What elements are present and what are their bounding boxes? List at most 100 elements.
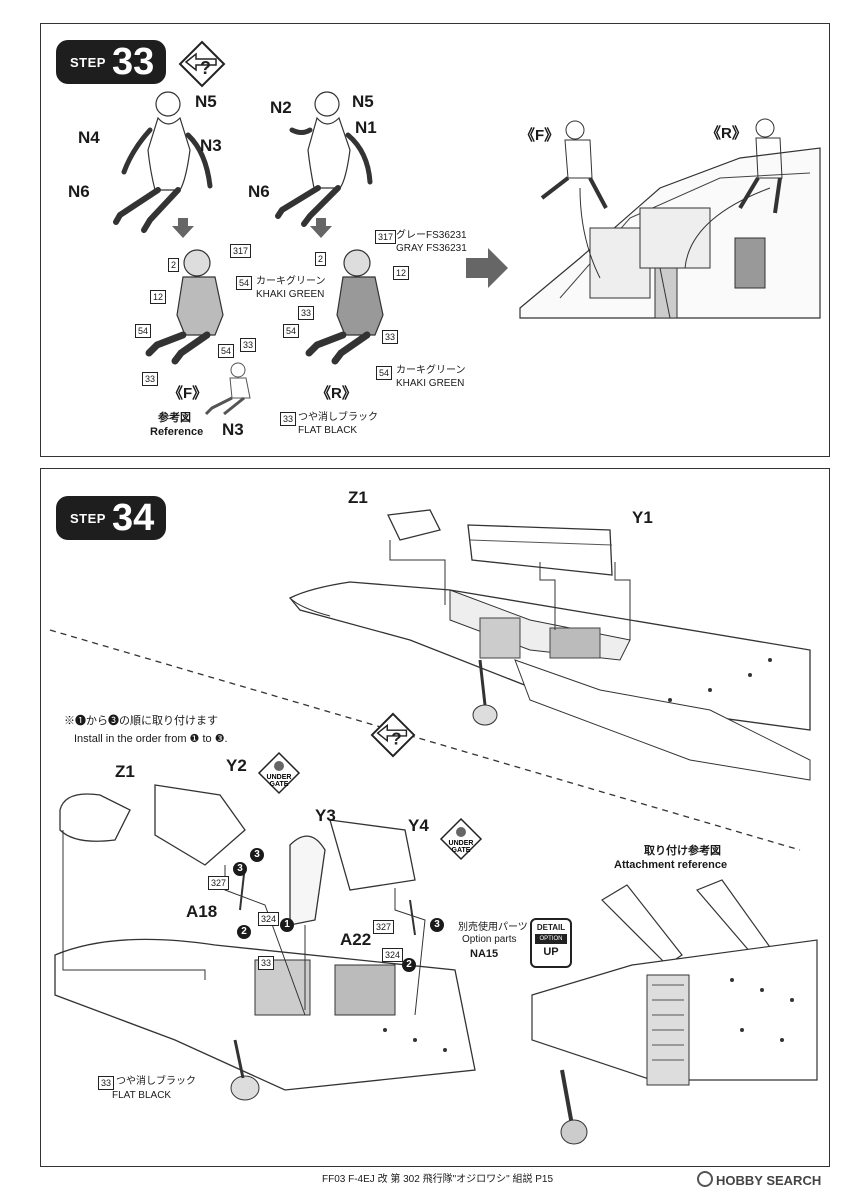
part-label-z1: Z1	[115, 762, 135, 781]
color-code-33: 33	[240, 338, 257, 352]
pilot-front-figure-drawing	[113, 91, 213, 233]
svg-text:?: ?	[391, 729, 402, 749]
flat-black-en: FLAT BLACK	[298, 425, 358, 436]
order-marker-3: 3	[430, 918, 444, 932]
color-code-327: 327	[373, 920, 395, 934]
khaki-green-en: KHAKI GREEN	[396, 378, 465, 389]
color-code-12: 12	[150, 290, 167, 304]
khaki-green-jp: カーキグリーン	[396, 365, 466, 376]
color-code-33: 33	[280, 412, 297, 426]
part-label-n2: N2	[270, 98, 292, 117]
order-marker-1: 1	[280, 918, 294, 932]
order-marker-2: 2	[237, 925, 251, 939]
cockpit-front-seat-label: 《F》	[520, 127, 560, 144]
option-part-na15: NA15	[470, 948, 499, 960]
svg-text:UNDER: UNDER	[267, 774, 292, 781]
color-code-33: 33	[142, 372, 159, 386]
svg-text:?: ?	[200, 58, 211, 78]
watermark-text: HOBBY SEARCH	[716, 1173, 822, 1188]
color-code-54: 54	[376, 366, 393, 380]
part-label-y3: Y3	[315, 806, 336, 825]
under-gate-badge: UNDER GATE	[439, 817, 483, 861]
detail-up-line1: DETAIL	[536, 923, 566, 932]
color-code-54: 54	[236, 276, 253, 290]
svg-text:GATE: GATE	[452, 847, 471, 854]
painted-pilot-rear-drawing	[305, 249, 384, 365]
order-marker-3: 3	[233, 862, 247, 876]
color-code-317: 317	[375, 230, 397, 244]
reference-label-jp: 参考図	[158, 412, 191, 424]
step-word: STEP	[70, 510, 106, 526]
step-number: 33	[111, 41, 155, 83]
order-marker-3: 3	[250, 848, 264, 862]
canopy-detail-assembly-drawing	[54, 784, 476, 1101]
reference-part-n3: N3	[222, 420, 244, 439]
gray-fs36231-jp: グレーFS36231	[396, 230, 467, 241]
part-label-n5-left: N5	[195, 92, 217, 111]
down-arrow-icon	[172, 218, 194, 238]
color-code-54: 54	[283, 324, 300, 338]
part-label-n1: N1	[355, 118, 377, 137]
reference-pilot-drawing	[204, 362, 251, 416]
part-label-y1: Y1	[632, 508, 653, 527]
part-label-n3-left: N3	[200, 136, 222, 155]
step-word: STEP	[70, 54, 106, 70]
swap-direction-icon: ?	[178, 40, 226, 88]
option-parts-en: Option parts	[462, 934, 517, 945]
order-marker-2: 2	[402, 958, 416, 972]
aircraft-canopy-overview-drawing	[288, 509, 811, 781]
flat-black-en: FLAT BLACK	[112, 1090, 172, 1101]
painted-pilot-front-drawing	[145, 249, 224, 365]
color-code-33: 33	[258, 956, 275, 970]
color-code-33: 33	[382, 330, 399, 344]
color-code-324: 324	[382, 948, 404, 962]
down-arrow-icon	[310, 218, 332, 238]
part-label-z1-top: Z1	[348, 488, 368, 507]
attachment-reference-en: Attachment reference	[614, 859, 728, 871]
step33-badge: STEP 33	[56, 40, 167, 84]
pilot-rear-figure-drawing	[275, 91, 373, 227]
divider-dashed-line	[49, 629, 801, 851]
color-code-12: 12	[393, 266, 410, 280]
svg-text:GATE: GATE	[270, 781, 289, 788]
gray-fs36231-en: GRAY FS36231	[396, 243, 467, 254]
cockpit-rear-seat-label: 《R》	[706, 125, 747, 142]
flat-black-jp: つや消しブラック	[298, 412, 378, 423]
right-arrow-icon	[466, 248, 508, 288]
color-code-33: 33	[298, 306, 315, 320]
option-parts-jp: 別売使用パーツ	[458, 922, 528, 933]
step34-badge: STEP 34	[56, 496, 167, 540]
under-gate-badge: UNDER GATE	[257, 751, 301, 795]
color-code-33: 33	[98, 1076, 115, 1090]
part-label-n4: N4	[78, 128, 100, 147]
detail-up-line3: UP	[543, 946, 559, 958]
part-label-a18: A18	[186, 902, 218, 921]
part-label-n5-right: N5	[352, 92, 374, 111]
watermark-logo-icon	[697, 1171, 713, 1187]
seat-label-front: 《F》	[168, 385, 208, 402]
part-label-n6-right: N6	[248, 182, 270, 201]
detail-up-line2: OPTION	[535, 934, 567, 944]
step-number: 34	[111, 497, 155, 539]
reference-label-en: Reference	[150, 426, 204, 438]
part-label-n6-left: N6	[68, 182, 90, 201]
khaki-green-en: KHAKI GREEN	[256, 289, 325, 300]
attachment-reference-drawing	[531, 879, 818, 1145]
swap-direction-icon: ?	[370, 712, 416, 758]
color-code-2: 2	[168, 258, 180, 272]
install-order-note-en: Install in the order from ❶ to ❸.	[74, 733, 228, 745]
footer-page-caption: FF03 F-4EJ 改 第 302 飛行隊"オジロワシ" 組説 P15	[322, 1174, 554, 1185]
install-order-note-jp: ※❶から❸の順に取り付けます	[64, 715, 218, 727]
attachment-reference-jp: 取り付け参考図	[644, 845, 721, 857]
khaki-green-jp: カーキグリーン	[256, 276, 326, 287]
flat-black-jp: つや消しブラック	[116, 1076, 196, 1087]
detail-up-badge: DETAIL OPTION UP	[530, 918, 572, 968]
svg-text:UNDER: UNDER	[449, 840, 474, 847]
part-label-a22: A22	[340, 930, 372, 949]
color-code-2: 2	[315, 252, 327, 266]
color-code-54: 54	[218, 344, 235, 358]
footer-watermark: HOBBY SEARCH	[697, 1171, 821, 1188]
color-code-327: 327	[208, 876, 230, 890]
seat-label-rear: 《R》	[316, 385, 357, 402]
part-label-y2: Y2	[226, 756, 247, 775]
